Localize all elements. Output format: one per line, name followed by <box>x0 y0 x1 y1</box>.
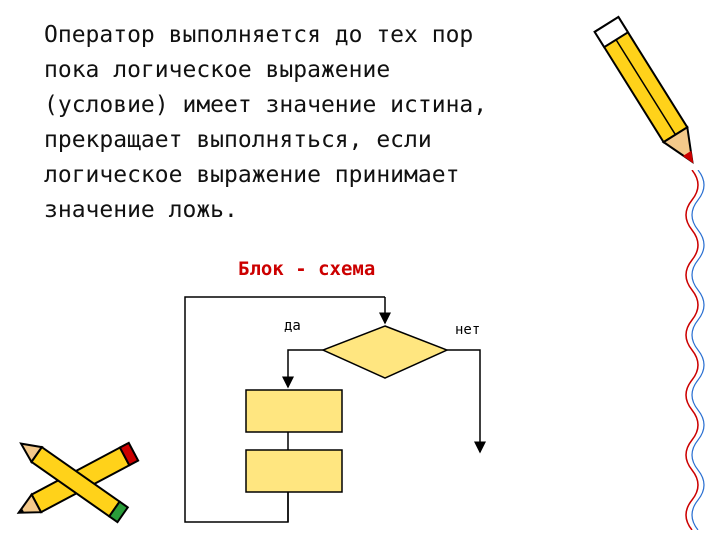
crossed-pencils-icon <box>16 441 140 524</box>
no-label: нет <box>455 322 481 338</box>
process-block-2 <box>245 449 343 493</box>
pencil-icon <box>593 15 694 164</box>
paragraph-line: значение ложь. <box>44 197 238 223</box>
yes-label: да <box>284 318 301 334</box>
paragraph: Оператор выполняется до тех пор пока лог… <box>44 18 604 228</box>
paragraph-line: пока логическое выражение <box>44 57 391 83</box>
process-block-1 <box>245 389 343 433</box>
paragraph-line: прекращает выполняться, если <box>44 127 432 153</box>
paragraph-line: (условие) имеет значение истина, <box>44 92 488 118</box>
condition-diamond <box>321 325 449 379</box>
scheme-title: Блок - схема <box>238 258 376 280</box>
paragraph-line: Оператор выполняется до тех пор <box>44 22 474 48</box>
yes-branch-line <box>282 349 323 389</box>
no-branch-line <box>447 349 486 454</box>
paragraph-line: логическое выражение принимает <box>44 162 460 188</box>
squiggle-border <box>685 170 705 530</box>
